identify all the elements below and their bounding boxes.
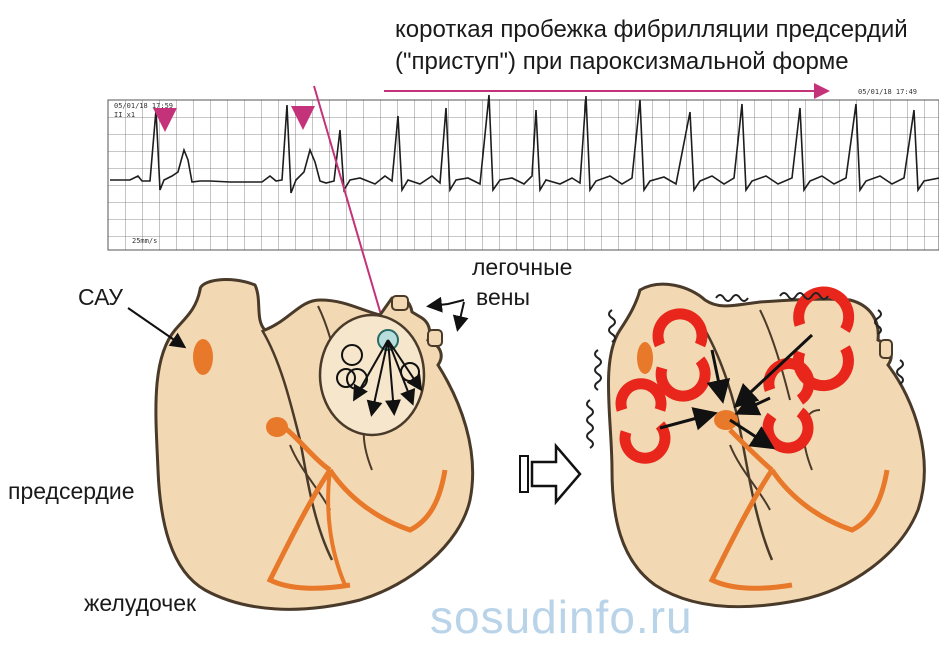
ecg-strip xyxy=(108,95,939,250)
heart-normal-body xyxy=(156,280,473,610)
label-pulmonary-veins-1: легочные xyxy=(472,254,572,281)
heart-normal xyxy=(156,280,473,610)
watermark: sosudinfo.ru xyxy=(430,590,693,644)
left-atrium xyxy=(320,315,424,435)
label-atrium: предсердие xyxy=(8,478,135,505)
label-pulmonary-veins-2: вены xyxy=(476,284,530,311)
ecg-stamp-left-lead: II x1 xyxy=(114,111,135,119)
ecg-stamp-left: 05/01/18 17:59 xyxy=(114,102,173,110)
ecg-grid xyxy=(108,100,939,250)
ecg-stamp-right: 05/01/18 17:49 xyxy=(858,88,917,96)
label-sau: САУ xyxy=(78,284,123,311)
heart-fibrillation xyxy=(587,284,924,606)
av-node xyxy=(266,417,288,437)
transition-arrow xyxy=(520,446,580,502)
ecg-speed: 25mm/s xyxy=(132,237,157,245)
sa-node xyxy=(193,339,213,375)
label-ventricle: желудочек xyxy=(84,590,196,617)
